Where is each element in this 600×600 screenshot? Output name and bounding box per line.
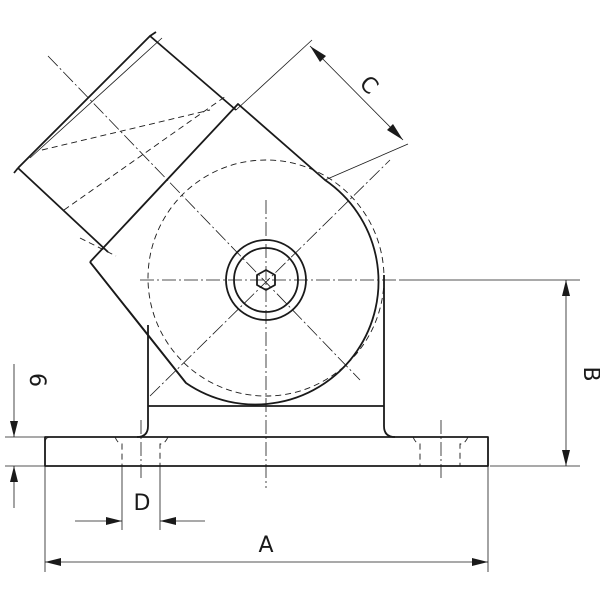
dimension-b: B [400,279,600,467]
dimension-thickness: 6 [5,364,49,508]
dimension-c: C [235,39,409,181]
center-lines [47,55,400,488]
dimension-b-label: B [578,366,600,381]
tube-socket [13,31,237,257]
pivot-head [89,103,385,406]
dimension-d-label: D [134,491,151,516]
mounting-hole-left [114,420,169,478]
dimension-a: A [44,466,489,572]
dimension-d: D [75,466,205,530]
dimension-thickness-label: 6 [24,373,49,387]
base-plate [44,420,489,478]
dimension-a-label: A [258,533,273,558]
mounting-hole-right [412,420,469,478]
dimension-c-label: C [354,71,383,100]
